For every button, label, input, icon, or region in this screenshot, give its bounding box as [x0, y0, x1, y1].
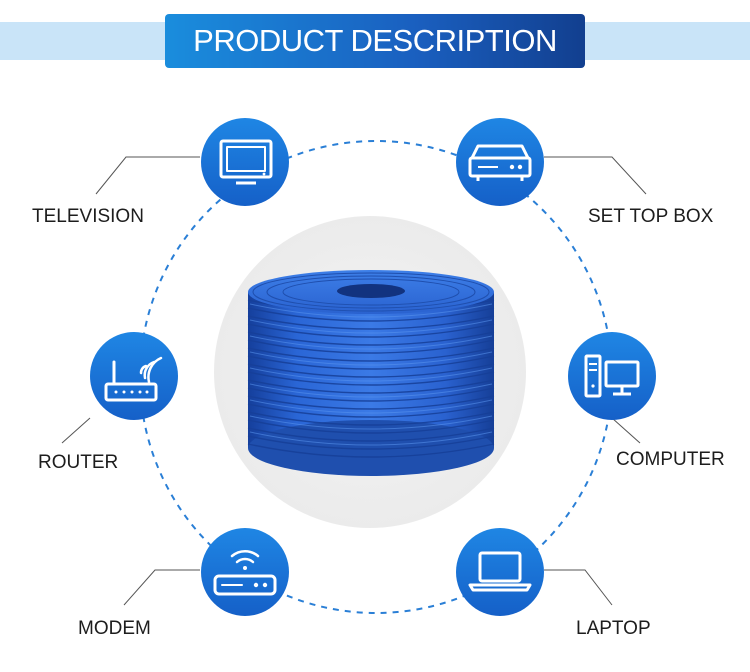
router-icon — [104, 356, 163, 402]
set-top-box-label: SET TOP BOX — [588, 206, 714, 227]
router-label: ROUTER — [38, 452, 119, 473]
computer-circle — [568, 332, 656, 420]
connector-lines — [61, 156, 647, 606]
header-banner: PRODUCT DESCRIPTION — [165, 14, 585, 68]
modem-circle — [201, 528, 289, 616]
set-top-box-icon — [468, 144, 532, 181]
television-circle — [201, 118, 289, 206]
modem-label: MODEM — [78, 618, 151, 639]
computer-label: COMPUTER — [616, 449, 725, 470]
computer-icon — [584, 354, 640, 398]
page-title: PRODUCT DESCRIPTION — [193, 23, 557, 58]
television-icon — [219, 139, 273, 185]
set-top-box-circle — [456, 118, 544, 206]
television-label: TELEVISION — [32, 206, 144, 227]
cable-spool-image — [247, 270, 495, 476]
laptop-icon — [468, 551, 532, 592]
laptop-circle — [456, 528, 544, 616]
router-circle — [90, 332, 178, 420]
modem-icon — [213, 549, 277, 596]
laptop-label: LAPTOP — [576, 618, 651, 639]
